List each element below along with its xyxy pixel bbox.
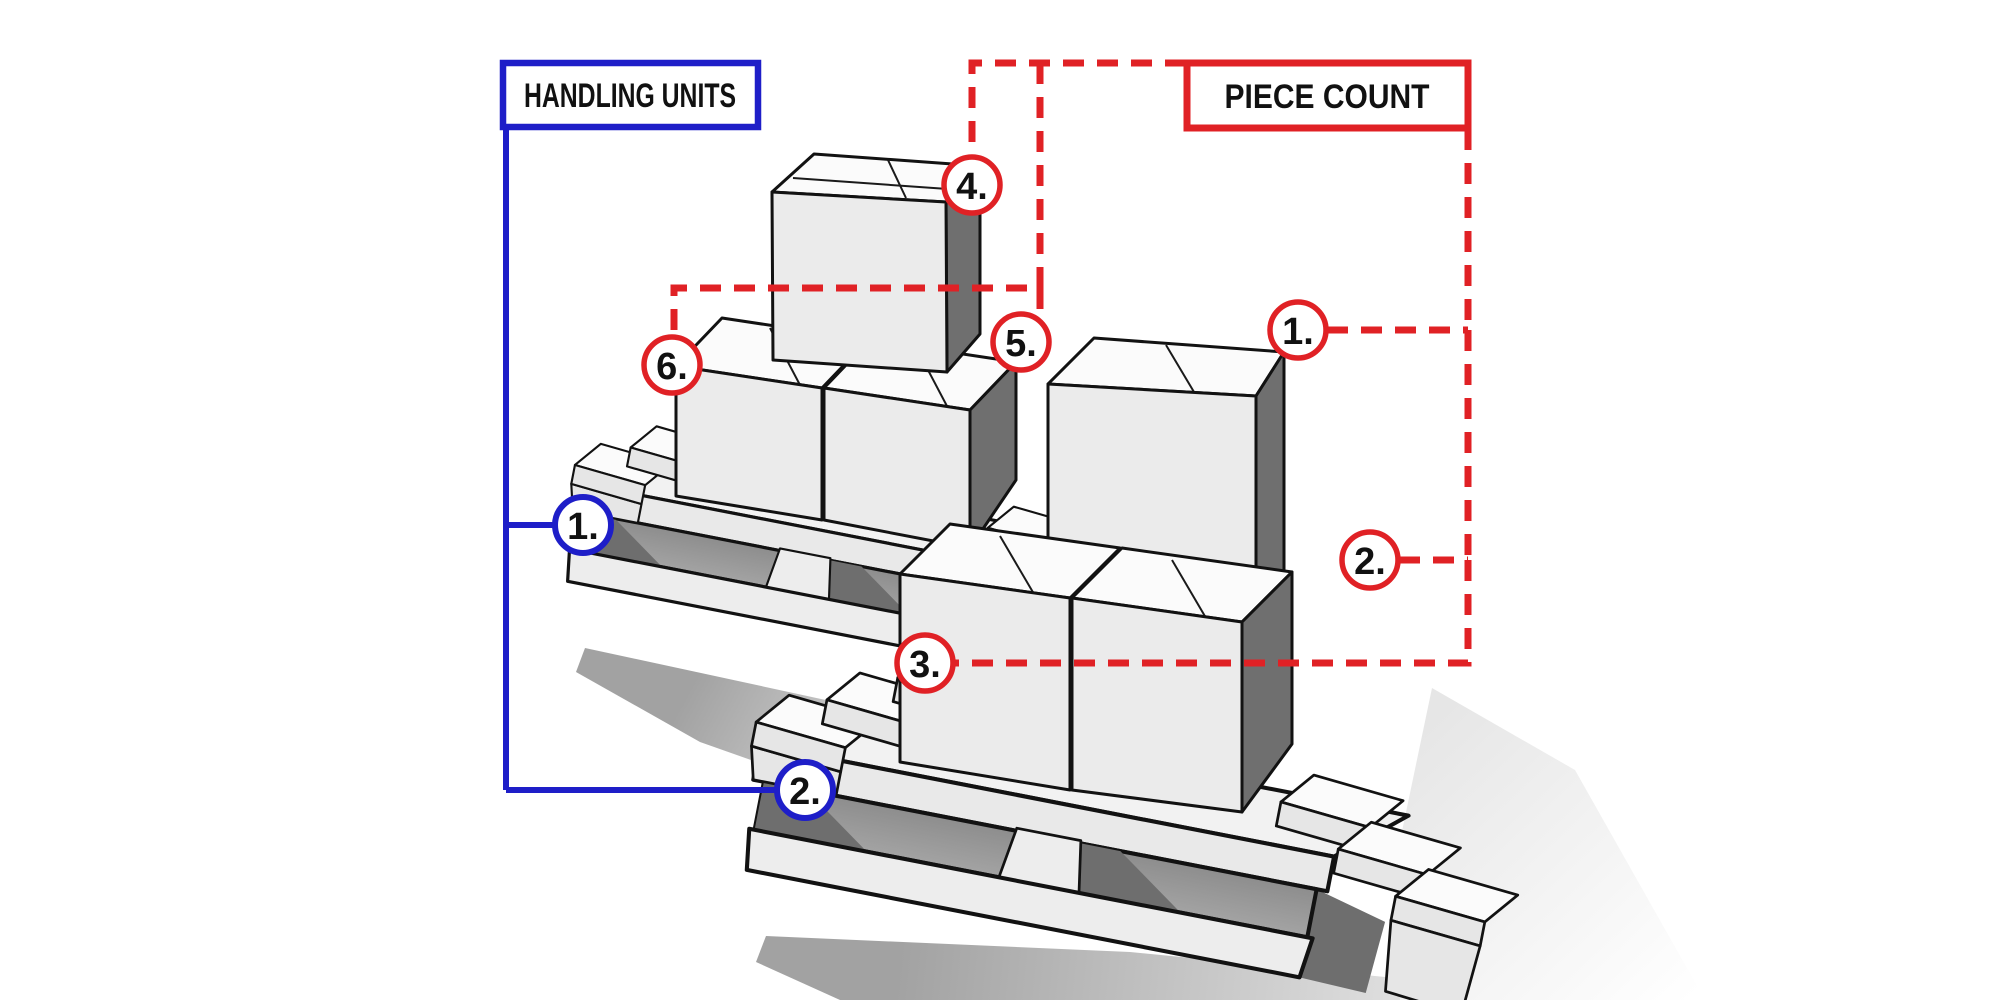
handling-units-legend: HANDLING UNITS xyxy=(499,59,762,131)
piece-count-connectors xyxy=(670,59,1472,667)
handling-unit-marker-1-label: 1. xyxy=(567,506,599,548)
pallet1-top-box xyxy=(770,152,982,374)
handling-unit-marker-2-label: 2. xyxy=(789,771,821,813)
piece-count-marker-5: 5. xyxy=(990,311,1052,373)
piece-count-marker-6: 6. xyxy=(641,334,703,396)
piece-count-marker-1: 1. xyxy=(1267,299,1329,361)
handling-units-title: HANDLING UNITS xyxy=(524,77,736,115)
piece-count-title: PIECE COUNT xyxy=(1225,78,1430,116)
pallet2-box-left xyxy=(898,522,1122,792)
piece-count-marker-4: 4. xyxy=(941,154,1003,216)
piece-count-marker-2: 2. xyxy=(1339,529,1401,591)
piece-count-marker-6-label: 6. xyxy=(656,346,688,388)
piece-count-legend: PIECE COUNT xyxy=(1183,59,1472,132)
piece-count-marker-2-label: 2. xyxy=(1354,541,1386,583)
piece-count-marker-4-label: 4. xyxy=(956,166,988,208)
handling-unit-marker-2: 2. xyxy=(774,759,836,821)
piece-count-marker-3-label: 3. xyxy=(909,644,941,686)
pallet1-box-right xyxy=(822,338,1018,550)
piece-count-marker-5-label: 5. xyxy=(1005,323,1037,365)
handling-units-connector xyxy=(503,128,779,793)
piece-count-marker-3: 3. xyxy=(894,632,956,694)
pallet2-box-right xyxy=(1070,546,1294,814)
piece-count-marker-1-label: 1. xyxy=(1282,311,1314,353)
handling-unit-marker-1: 1. xyxy=(552,494,614,556)
